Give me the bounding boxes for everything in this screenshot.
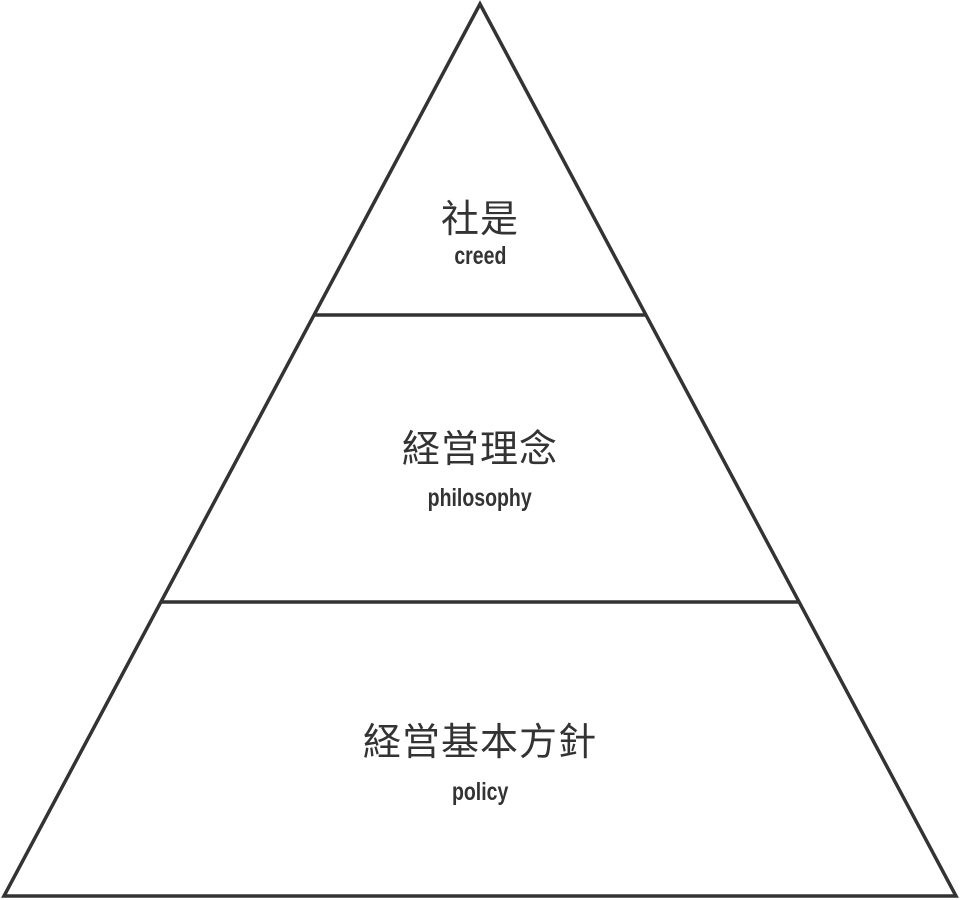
tier-creed-subtitle-text: creed (453, 242, 507, 270)
tier-philosophy-subtitle-text: philosophy (427, 484, 532, 512)
tier-policy-title: 経営基本方針 (362, 720, 597, 764)
tier-policy-subtitle-text: policy (451, 778, 509, 806)
tier-policy-subtitle: policy (0, 778, 960, 807)
tier-philosophy-title: 経営理念 (401, 427, 558, 471)
tier-creed-subtitle: creed (0, 242, 960, 271)
tier-creed-title: 社是 (440, 197, 519, 241)
tier-philosophy-subtitle: philosophy (0, 484, 960, 513)
